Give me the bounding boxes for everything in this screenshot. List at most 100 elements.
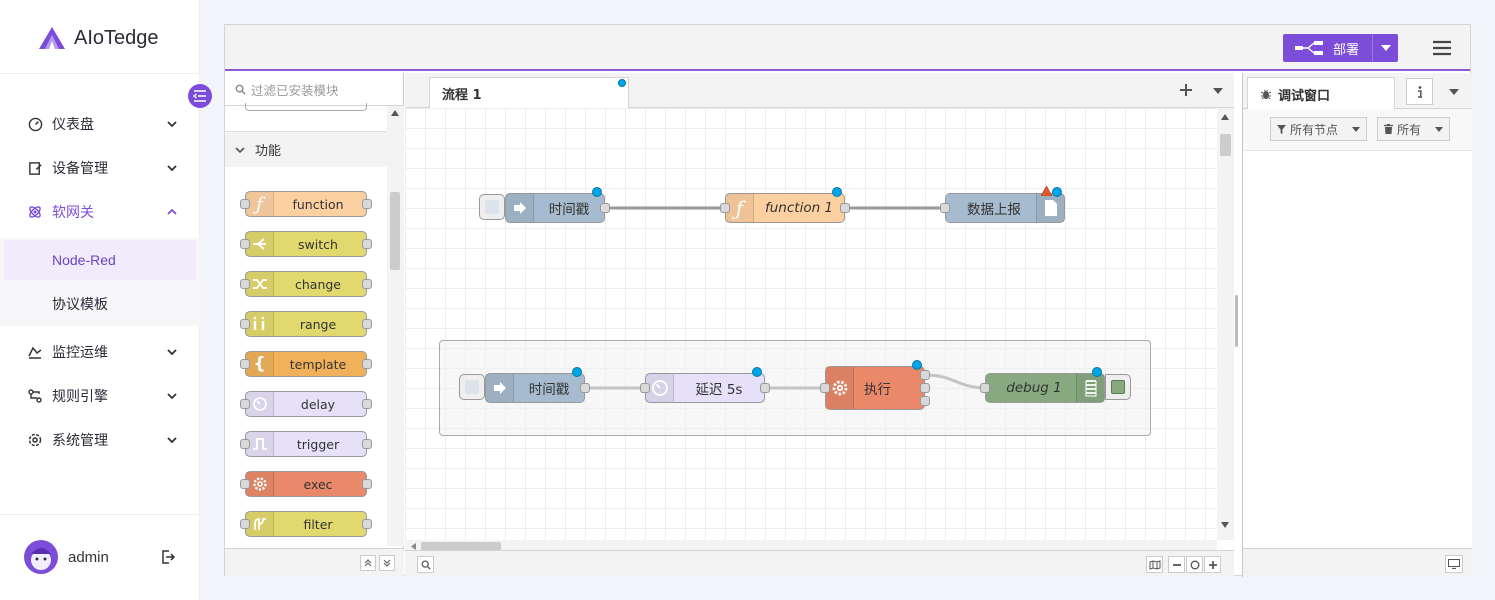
deploy-menu-button[interactable]	[1373, 45, 1398, 51]
palette-node-switch[interactable]: switch	[240, 231, 372, 257]
debug-list-icon	[1076, 374, 1104, 402]
navigator-button[interactable]	[1146, 556, 1163, 573]
scroll-thumb[interactable]	[421, 542, 501, 551]
plus-icon	[1208, 560, 1217, 569]
scroll-thumb[interactable]	[390, 192, 400, 270]
rule-icon	[26, 387, 44, 405]
tab-debug[interactable]: 调试窗口	[1247, 77, 1395, 110]
menu-monitor[interactable]: 监控运维	[0, 330, 200, 374]
submenu-node-red[interactable]: Node-Red	[4, 240, 196, 280]
palette-scrollbar[interactable]	[387, 106, 404, 546]
palette-node-change[interactable]: change	[240, 271, 372, 297]
input-port	[240, 439, 250, 449]
tab-flow-1[interactable]: 流程 1	[429, 77, 629, 109]
sidebar-collapse-button[interactable]	[188, 84, 212, 108]
palette-node-function[interactable]: ƒ function	[240, 191, 372, 217]
settings-icon	[26, 431, 44, 449]
chevron-down-icon	[167, 393, 177, 400]
menu-device[interactable]: 设备管理	[0, 146, 200, 190]
side-panel-tabs: 调试窗口	[1243, 73, 1472, 110]
palette-search[interactable]: 过滤已安装模块	[225, 73, 403, 106]
output-port[interactable]	[600, 203, 610, 213]
palette-category-function[interactable]: 功能	[225, 131, 387, 167]
info-button[interactable]	[1406, 78, 1433, 105]
timer-icon	[246, 392, 274, 416]
output-port	[362, 439, 372, 449]
sidebar: AIoTedge 仪表盘 设备管理 软网关 Node-Red 协议模板 监控运维…	[0, 0, 200, 600]
output-port[interactable]	[920, 370, 930, 380]
trigger-icon	[246, 432, 274, 456]
app-logo[interactable]: AIoTedge	[38, 24, 159, 52]
output-port[interactable]	[580, 383, 590, 393]
debug-toggle-button[interactable]	[1105, 374, 1131, 400]
output-port[interactable]	[920, 383, 930, 393]
scroll-thumb[interactable]	[1220, 134, 1231, 156]
canvas-vertical-scrollbar[interactable]	[1217, 108, 1234, 540]
monitor-icon	[1448, 559, 1460, 569]
open-debug-window-button[interactable]	[1445, 555, 1463, 573]
main-menu-icon[interactable]	[1433, 40, 1451, 56]
inject-trigger-button[interactable]	[459, 374, 485, 400]
palette-node-template[interactable]: { template	[240, 351, 372, 377]
flow-node-label: 时间戳	[528, 382, 570, 398]
input-port	[240, 519, 250, 529]
inject-trigger-button[interactable]	[479, 194, 505, 220]
shuffle-icon	[246, 272, 274, 296]
flow-node-debug[interactable]: debug 1	[980, 367, 1105, 403]
palette-node-trigger[interactable]: trigger	[240, 431, 372, 457]
side-menu-icon[interactable]	[1449, 89, 1459, 95]
timer-icon	[646, 374, 674, 402]
zoom-in-button[interactable]	[1204, 556, 1221, 573]
deploy-main[interactable]: 部署	[1283, 34, 1373, 62]
flow-node-function[interactable]: ƒ function 1	[720, 187, 850, 223]
clear-messages-button[interactable]: 所有	[1377, 117, 1450, 141]
output-port[interactable]	[760, 383, 770, 393]
menu-gateway[interactable]: 软网关	[0, 190, 200, 234]
palette-node-filter[interactable]: filter	[240, 511, 372, 537]
deploy-button[interactable]: 部署	[1283, 34, 1398, 62]
input-port[interactable]	[720, 203, 730, 213]
logout-icon[interactable]	[160, 549, 176, 565]
tab-menu-icon[interactable]	[1213, 88, 1223, 94]
menu-dashboard[interactable]: 仪表盘	[0, 102, 200, 146]
palette-node-exec[interactable]: exec	[240, 471, 372, 497]
palette-search-input[interactable]: 过滤已安装模块	[251, 82, 339, 98]
sidebar-resize-handle[interactable]	[1235, 295, 1238, 347]
zoom-reset-button[interactable]	[1186, 556, 1203, 573]
palette-node-label: function	[292, 196, 344, 212]
flow-canvas[interactable]: 时间戳 ƒ function 1 数据上报	[405, 108, 1217, 540]
input-port[interactable]	[940, 203, 950, 213]
zoom-out-button[interactable]	[1168, 556, 1185, 573]
add-tab-icon[interactable]	[1180, 84, 1192, 96]
flow-node-exec[interactable]: 执行	[820, 360, 930, 410]
menu-dashboard-label: 仪表盘	[52, 116, 94, 132]
input-port[interactable]	[980, 383, 990, 393]
side-panel: 调试窗口 所有节点 所有	[1242, 73, 1472, 577]
flow-node-inject[interactable]: 时间戳	[505, 187, 610, 223]
output-port[interactable]	[920, 396, 930, 406]
flow-node-inject[interactable]: 时间戳	[485, 367, 590, 403]
flow-node-delay[interactable]: 延迟 5s	[640, 367, 770, 403]
template-icon: {	[246, 352, 274, 376]
user-profile[interactable]: admin	[24, 540, 109, 574]
output-port[interactable]	[840, 203, 850, 213]
collapse-all-button[interactable]	[360, 555, 376, 571]
menu-rules-label: 规则引擎	[52, 388, 108, 404]
input-port[interactable]	[640, 383, 650, 393]
palette-node-partial	[245, 103, 367, 111]
menu-rules[interactable]: 规则引擎	[0, 374, 200, 418]
flow-node-report[interactable]: 数据上报	[940, 186, 1065, 223]
menu-gateway-label: 软网关	[52, 204, 94, 220]
filter-nodes-button[interactable]: 所有节点	[1270, 117, 1367, 141]
canvas-horizontal-scrollbar[interactable]	[405, 540, 1217, 552]
palette-node-range[interactable]: range	[240, 311, 372, 337]
search-flows-button[interactable]	[417, 556, 434, 573]
input-port[interactable]	[820, 383, 830, 393]
expand-all-button[interactable]	[379, 555, 395, 571]
workspace-footer	[405, 550, 1234, 577]
submenu-protocol-template[interactable]: 协议模板	[4, 284, 196, 324]
minus-icon	[1172, 563, 1181, 566]
menu-system[interactable]: 系统管理	[0, 418, 200, 462]
palette-node-delay[interactable]: delay	[240, 391, 372, 417]
caret-down-icon	[1435, 126, 1443, 132]
